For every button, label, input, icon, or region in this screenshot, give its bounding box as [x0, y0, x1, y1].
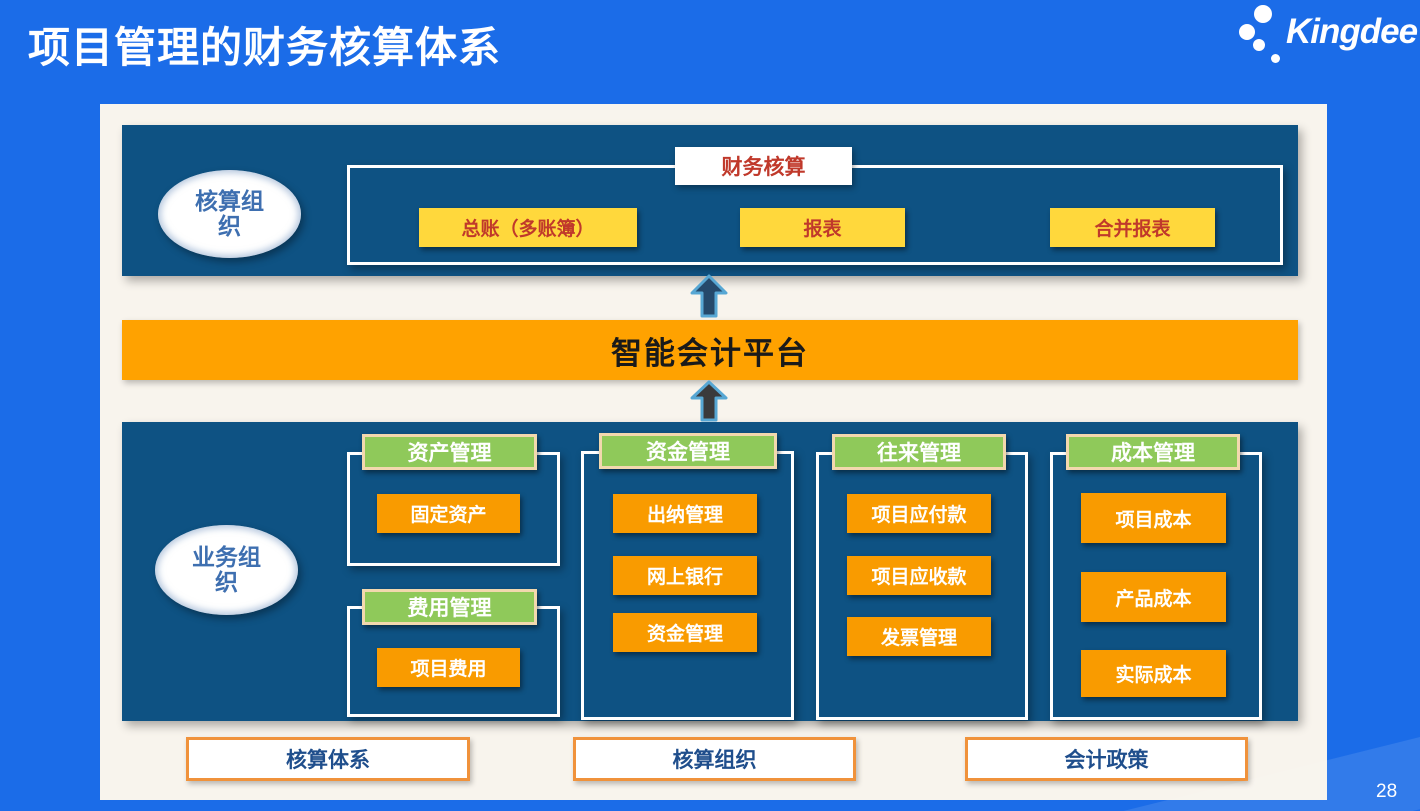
project-cost-box: 项目成本: [1081, 493, 1226, 543]
actual-cost-box: 实际成本: [1081, 650, 1226, 697]
general-ledger-box: 总账（多账簿）: [419, 208, 637, 247]
accounting-org-ellipse: 核算组 织: [158, 170, 301, 258]
logo-dot-icon: [1253, 39, 1265, 51]
business-org-section: 业务组 织 资产管理 固定资产 费用管理 项目费用 资金管理 出纳管理 网上银行…: [122, 422, 1298, 721]
platform-banner-label: 智能会计平台: [611, 335, 809, 371]
online-banking-box: 网上银行: [613, 556, 757, 595]
project-payable-box: 项目应付款: [847, 494, 991, 533]
ellipse-label-line1: 核算组: [195, 187, 264, 214]
project-receivable-box: 项目应收款: [847, 556, 991, 595]
arrow-up-icon: [690, 380, 728, 422]
platform-banner: 智能会计平台: [122, 320, 1298, 380]
project-expense-box: 项目费用: [377, 648, 520, 687]
cost-mgmt-header: 成本管理: [1066, 434, 1240, 470]
funds-mgmt-box: 资金管理: [613, 613, 757, 652]
fixed-asset-box: 固定资产: [377, 494, 520, 533]
footer-tag-accounting-policy: 会计政策: [965, 737, 1248, 781]
funds-mgmt-header: 资金管理: [599, 433, 777, 469]
arrow-up-icon: [690, 274, 728, 318]
finance-accounting-label: 财务核算: [675, 147, 852, 185]
arap-mgmt-header: 往来管理: [832, 434, 1006, 470]
expense-mgmt-header: 费用管理: [362, 589, 537, 625]
consolidated-report-box: 合并报表: [1050, 208, 1215, 247]
footer-tag-accounting-org: 核算组织: [573, 737, 856, 781]
business-org-ellipse: 业务组 织: [155, 525, 298, 615]
accounting-org-section: 核算组 织 财务核算 总账（多账簿） 报表 合并报表: [122, 125, 1298, 276]
asset-mgmt-header: 资产管理: [362, 434, 537, 470]
product-cost-box: 产品成本: [1081, 572, 1226, 622]
logo-dot-icon: [1239, 24, 1255, 40]
kingdee-logo: Kingdee: [1238, 0, 1418, 72]
content-panel: 核算组 织 财务核算 总账（多账簿） 报表 合并报表 智能会计平台 业务组 织: [100, 104, 1327, 800]
logo-wordmark: Kingdee: [1286, 12, 1418, 51]
ellipse-label-line2: 织: [218, 213, 241, 239]
page-number: 28: [1376, 781, 1398, 802]
logo-dot-icon: [1271, 54, 1280, 63]
logo-dot-icon: [1254, 5, 1272, 23]
ellipse-label-line2: 织: [215, 569, 238, 595]
ellipse-label-line1: 业务组: [192, 543, 261, 570]
footer-tag-accounting-system: 核算体系: [186, 737, 470, 781]
slide-title: 项目管理的财务核算体系: [28, 24, 502, 71]
invoice-mgmt-box: 发票管理: [847, 617, 991, 656]
report-box: 报表: [740, 208, 905, 247]
cashier-mgmt-box: 出纳管理: [613, 494, 757, 533]
